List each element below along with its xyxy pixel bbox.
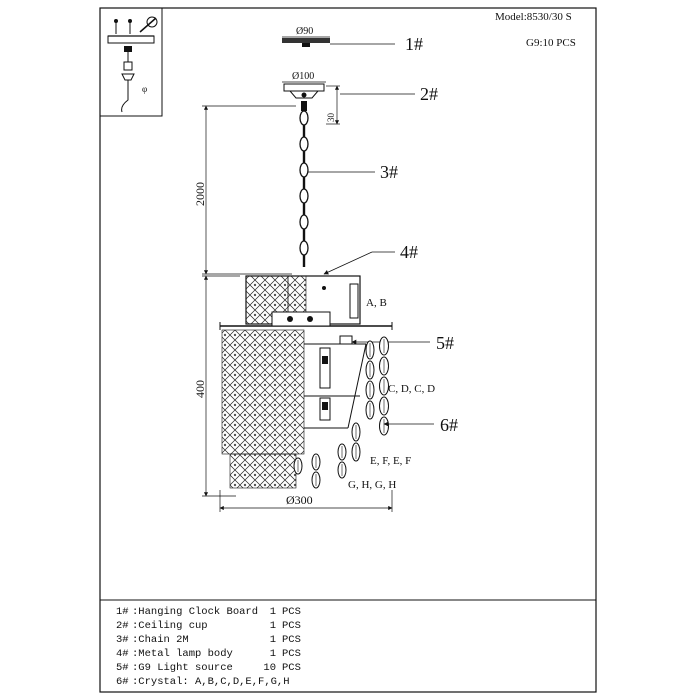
part-name: :Crystal: A,B,C,D,E,F,G,H	[132, 676, 290, 688]
dim-d100: Ø100	[292, 71, 314, 82]
dim-d300: Ø300	[286, 493, 313, 507]
dim-h30: 30	[326, 113, 336, 123]
chain-link	[299, 110, 309, 126]
part-id: 2#	[116, 620, 129, 632]
part-id: 3#	[116, 634, 129, 646]
crystal-drops	[293, 336, 389, 489]
parts-row: 3#:Chain 2M 1 PCS	[116, 634, 301, 646]
part-qty: 1	[270, 634, 276, 646]
crystal-cd-label: C, D, C, D	[388, 383, 435, 395]
part-qty: 1	[270, 648, 276, 660]
dim-d90: Ø90	[296, 26, 313, 37]
chain-link	[299, 240, 309, 256]
part-unit: PCS	[282, 662, 301, 674]
hanging-clock-board: Ø90	[282, 26, 330, 47]
parts-row: 1#:Hanging Clock Board 1 PCS	[116, 606, 301, 618]
part-id: 5#	[116, 662, 129, 674]
part-unit: PCS	[282, 606, 301, 618]
crystal-ab-label: A, B	[366, 297, 387, 309]
part-name: :Ceiling cup	[132, 620, 208, 632]
mounting-inset: φ	[99, 7, 163, 117]
parts-row: 4#:Metal lamp body 1 PCS	[116, 648, 301, 660]
chain-link	[299, 162, 309, 178]
part-id: 6#	[116, 676, 129, 688]
ceiling-cup: Ø100 30	[282, 71, 340, 125]
crystal-gh-label: G, H, G, H	[348, 479, 396, 491]
parts-row: 6#:Crystal: A,B,C,D,E,F,G,H	[116, 676, 290, 688]
chain-link	[299, 136, 309, 152]
parts-row: 2#:Ceiling cup 1 PCS	[116, 620, 301, 632]
dim-400-line: 400	[193, 275, 240, 497]
model-label: Model:8530/30 S	[495, 11, 572, 23]
callout-4: 4#	[400, 242, 418, 262]
inset-label: φ	[142, 84, 147, 94]
g9-light-source	[319, 335, 353, 421]
part-name: :Hanging Clock Board	[132, 606, 258, 618]
part-id: 4#	[116, 648, 129, 660]
part-name: :Chain 2M	[132, 634, 189, 646]
part-qty: 1	[270, 620, 276, 632]
part-unit: PCS	[282, 634, 301, 646]
dim-h400: 400	[193, 380, 207, 398]
part-id: 1#	[116, 606, 129, 618]
callout-6: 6#	[440, 415, 458, 435]
crystal-ef-label: E, F, E, F	[370, 455, 411, 467]
part-name: :G9 Light source	[132, 662, 233, 674]
dim-h2000: 2000	[193, 182, 207, 206]
screwdriver-icon	[146, 16, 158, 28]
lower-frame	[219, 311, 393, 489]
chain	[299, 101, 309, 267]
callout-1: 1#	[405, 34, 423, 54]
part-unit: PCS	[282, 648, 301, 660]
dim-2000-line: 2000	[193, 105, 296, 275]
bulb-count-label: G9:10 PCS	[526, 37, 576, 49]
part-qty: 10	[263, 662, 276, 674]
dim-300-line: Ø300	[219, 490, 393, 512]
parts-row: 5#:G9 Light source 10 PCS	[116, 662, 301, 674]
part-name: :Metal lamp body	[132, 648, 233, 660]
page-frame	[99, 7, 597, 693]
callout-5: 5#	[436, 333, 454, 353]
part-unit: PCS	[282, 620, 301, 632]
part-qty: 1	[270, 606, 276, 618]
chain-link	[299, 188, 309, 204]
chain-link	[299, 214, 309, 230]
callout-3: 3#	[380, 162, 398, 182]
callout-2: 2#	[420, 84, 438, 104]
